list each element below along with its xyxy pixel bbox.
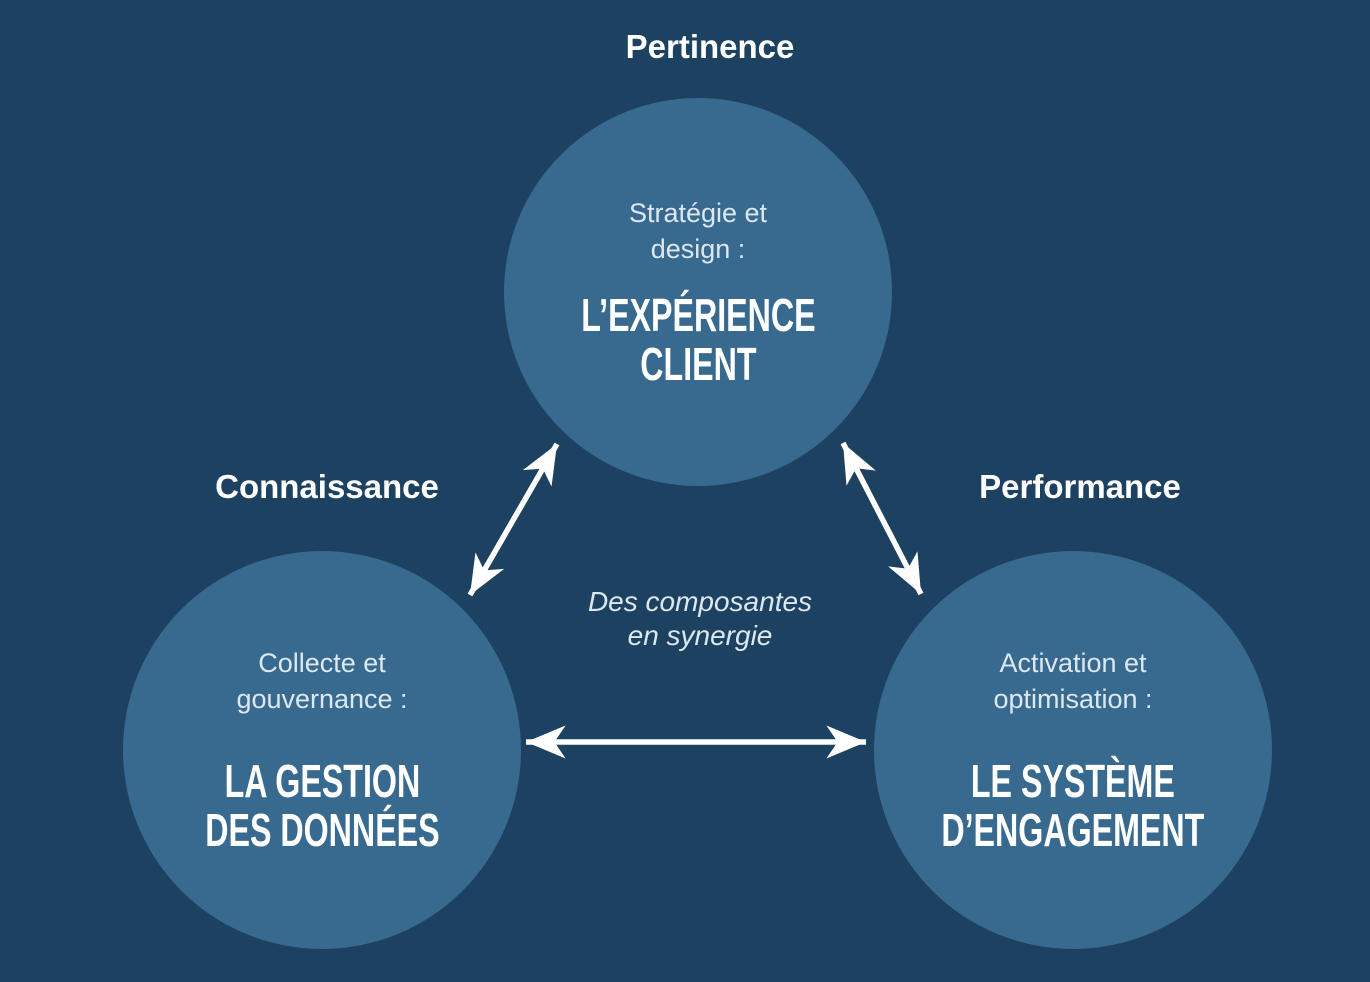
node-gestion-donnees: Collecte et gouvernance : LA GESTION DES… — [123, 551, 521, 949]
node-title: LE SYSTÈME D’ENGAGEMENT — [942, 757, 1205, 855]
title-line: DES DONNÉES — [204, 804, 440, 856]
subtitle-line: Activation et — [999, 648, 1147, 678]
title-line: LA GESTION — [224, 755, 420, 807]
title-line: LE SYSTÈME — [971, 755, 1175, 807]
node-subtitle: Stratégie et design : — [629, 195, 767, 267]
node-title: L’EXPÉRIENCE CLIENT — [581, 291, 815, 389]
node-subtitle: Collecte et gouvernance : — [236, 645, 407, 717]
subtitle-line: Stratégie et — [628, 198, 768, 228]
double-arrow-top-right — [840, 441, 924, 596]
caption-line: en synergie — [627, 620, 773, 651]
subtitle-line: Collecte et — [258, 648, 386, 678]
node-subtitle: Activation et optimisation : — [993, 645, 1152, 717]
subtitle-line: design : — [650, 234, 746, 264]
node-experience-client: Stratégie et design : L’EXPÉRIENCE CLIEN… — [504, 98, 892, 486]
title-line: CLIENT — [639, 338, 757, 390]
center-caption: Des composantes en synergie — [588, 585, 812, 653]
title-line: D’ENGAGEMENT — [941, 804, 1205, 856]
subtitle-line: optimisation : — [993, 684, 1153, 714]
subtitle-line: gouvernance : — [236, 684, 408, 714]
caption-line: Des composantes — [587, 586, 813, 617]
title-line: L’EXPÉRIENCE — [580, 289, 816, 341]
label-connaissance: Connaissance — [215, 468, 439, 505]
double-arrow-top-left — [467, 442, 560, 597]
node-title: LA GESTION DES DONNÉES — [205, 757, 439, 855]
node-systeme-engagement: Activation et optimisation : LE SYSTÈME … — [874, 551, 1272, 949]
label-performance: Performance — [979, 468, 1181, 505]
label-pertinence: Pertinence — [625, 28, 795, 65]
